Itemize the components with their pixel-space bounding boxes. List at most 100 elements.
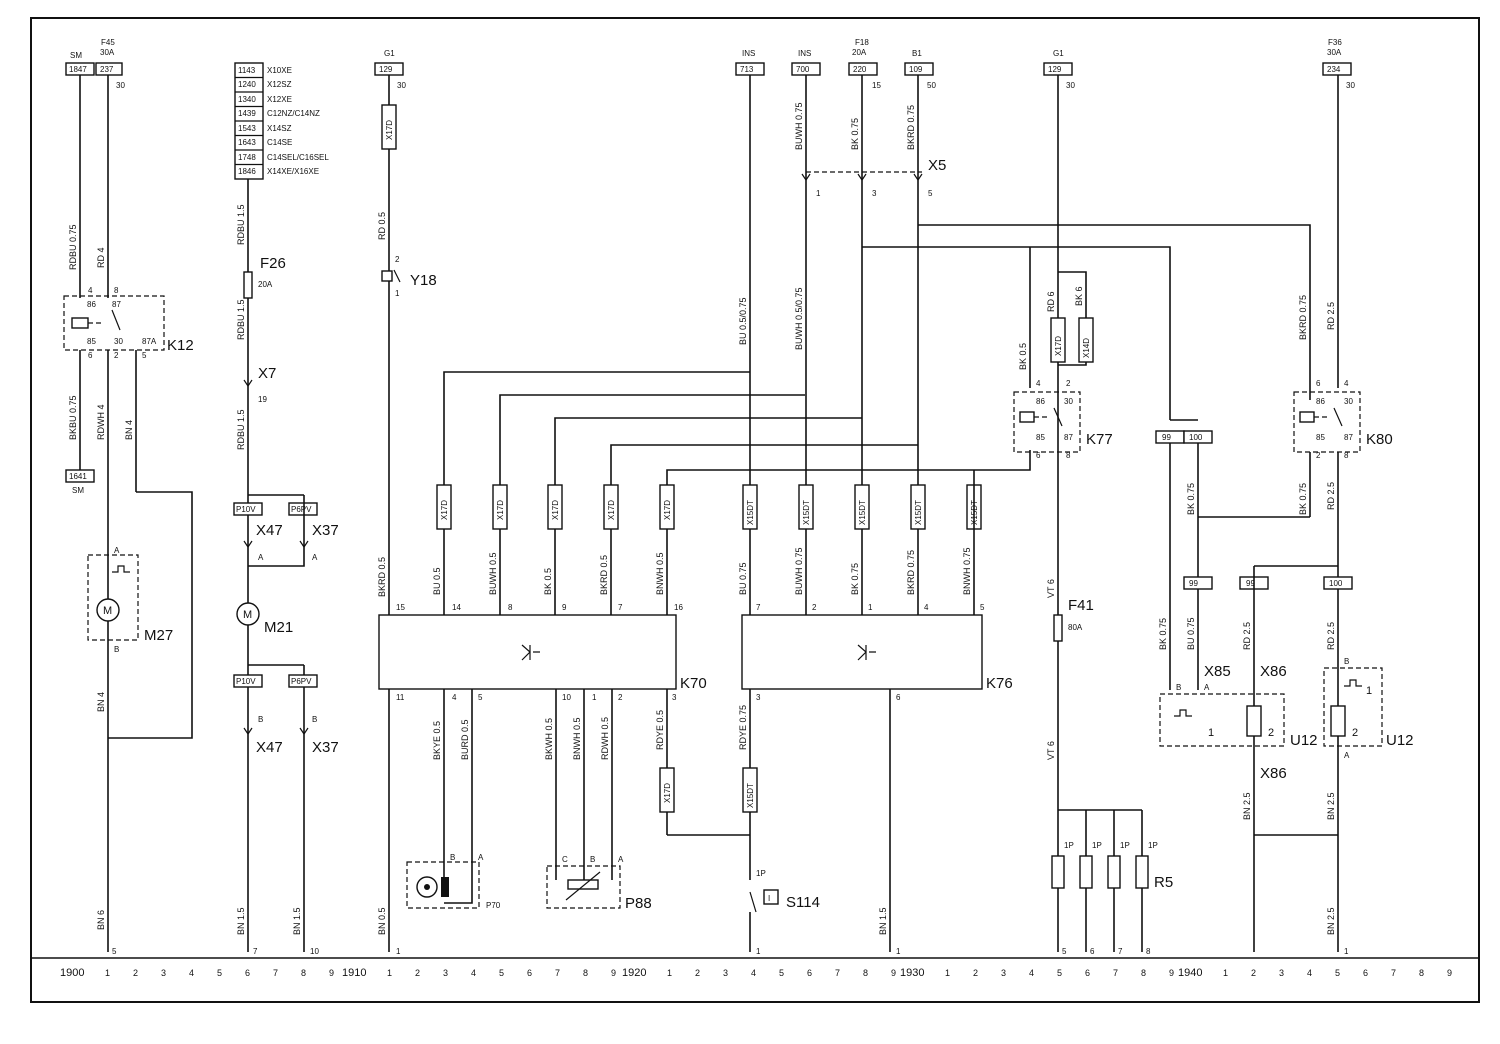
- label-k12: K12: [167, 337, 194, 354]
- wire-label: RD 6: [1046, 291, 1056, 312]
- wire-label: RDBU 0.75: [68, 224, 78, 270]
- sensor-p88-box: [546, 865, 621, 909]
- wire-label: VT 6: [1046, 579, 1056, 598]
- svg-text:5: 5: [142, 351, 147, 360]
- scale-number: 7: [273, 968, 278, 978]
- terminal-pin: 30: [397, 81, 406, 90]
- scale-section-label: 1910: [342, 967, 366, 979]
- svg-text:2: 2: [1268, 727, 1274, 739]
- fuse-f41: [1053, 614, 1063, 642]
- svg-text:15: 15: [396, 603, 405, 612]
- connector-label: X15DT: [746, 500, 755, 525]
- svg-text:85: 85: [1036, 433, 1045, 442]
- heater-element: [1330, 705, 1346, 737]
- svg-text:B: B: [258, 715, 263, 724]
- sensor-p88-icon: [567, 879, 599, 890]
- wire-label: BU 0.75: [1186, 617, 1196, 650]
- wire-label: BKRD 0.75: [906, 550, 916, 595]
- svg-text:A: A: [258, 553, 264, 562]
- scale-number: 5: [779, 968, 784, 978]
- svg-text:I: I: [768, 894, 770, 903]
- svg-text:B: B: [1344, 657, 1349, 666]
- wire-label: RDWH 0.5: [600, 717, 610, 760]
- connector-label: X15DT: [858, 500, 867, 525]
- scale-number: 1: [1223, 968, 1228, 978]
- svg-text:3: 3: [672, 693, 677, 702]
- wire-label: RDBU 1.5: [236, 409, 246, 450]
- svg-text:1P: 1P: [1092, 841, 1102, 850]
- switch-s114-icon: [763, 889, 779, 905]
- engine-code: 1240: [238, 80, 256, 89]
- label-x86-upper: X86: [1260, 663, 1287, 680]
- scale-number: 6: [245, 968, 250, 978]
- terminal-pin: 50: [927, 81, 936, 90]
- engine-code: 1846: [238, 167, 256, 176]
- connector-label: X17D: [663, 783, 672, 803]
- label-p88: P88: [625, 895, 652, 912]
- wire-label: BUWH 0.5: [488, 552, 498, 595]
- svg-text:7: 7: [1118, 947, 1123, 956]
- wire-label: BN 1.5: [878, 907, 888, 935]
- wire-label: BU 0.75: [738, 562, 748, 595]
- scale-number: 5: [1335, 968, 1340, 978]
- connector-number: 100: [1329, 579, 1343, 588]
- svg-text:5: 5: [980, 603, 985, 612]
- scale-number: 2: [695, 968, 700, 978]
- scale-number: 8: [1419, 968, 1424, 978]
- svg-text:9: 9: [562, 603, 567, 612]
- svg-text:2: 2: [114, 351, 119, 360]
- module-u12-right: [1323, 667, 1383, 747]
- svg-text:1: 1: [1344, 947, 1349, 956]
- terminal-label: INS: [798, 49, 811, 58]
- engine-name: X12SZ: [267, 80, 292, 89]
- svg-text:A: A: [1204, 683, 1210, 692]
- label-y18: Y18: [410, 272, 437, 289]
- label-r5: R5: [1154, 874, 1173, 891]
- label-x47-upper: X47: [256, 522, 283, 539]
- svg-text:5: 5: [1062, 947, 1067, 956]
- scale-number: 8: [583, 968, 588, 978]
- scale-number: 5: [499, 968, 504, 978]
- wire-label: RDYE 0.75: [738, 705, 748, 750]
- svg-text:85: 85: [1316, 433, 1325, 442]
- module-k76: [741, 614, 983, 690]
- svg-text:1: 1: [756, 947, 761, 956]
- scale-section-label: 1930: [900, 967, 924, 979]
- label-s114: S114: [786, 894, 820, 911]
- svg-text:85: 85: [87, 337, 96, 346]
- connector-number: 99: [1246, 579, 1255, 588]
- connector-number: 1641: [69, 472, 87, 481]
- label-x86-lower: X86: [1260, 765, 1287, 782]
- svg-text:4: 4: [1344, 379, 1349, 388]
- engine-name: C14SEL/C16SEL: [267, 153, 329, 162]
- wire-label: RD 2.5: [1326, 482, 1336, 510]
- relay-k77: [1013, 391, 1081, 453]
- svg-text:4: 4: [924, 603, 929, 612]
- diagram-frame: [30, 17, 1480, 1003]
- label-m27: M27: [144, 627, 173, 644]
- wire-label: BK 0.5: [1018, 343, 1028, 370]
- wire-label: BKRD 0.75: [1298, 295, 1308, 340]
- engine-code: 1439: [238, 109, 256, 118]
- svg-text:2: 2: [618, 693, 623, 702]
- wire-label: RD 2.5: [1326, 622, 1336, 650]
- terminal-f18-220: F18 20A 220 15: [848, 38, 881, 90]
- wire-label: BUWH 0.5/0.75: [794, 287, 804, 350]
- engine-code: 1543: [238, 124, 256, 133]
- scale-number: 8: [301, 968, 306, 978]
- svg-text:B: B: [312, 715, 317, 724]
- terminal-pin: 15: [872, 81, 881, 90]
- scale-number: 9: [891, 968, 896, 978]
- wire-label: BK 0.75: [1158, 618, 1168, 650]
- svg-text:30: 30: [1344, 397, 1353, 406]
- connector-x7: [243, 379, 253, 388]
- connector-number: 99: [1189, 579, 1198, 588]
- wire-label: RD 0.5: [377, 212, 387, 240]
- scale-number: 3: [443, 968, 448, 978]
- svg-text:A: A: [114, 546, 120, 555]
- terminal-box-number: 220: [853, 65, 867, 74]
- label-x5: X5: [928, 157, 946, 174]
- wire-label: BURD 0.5: [460, 719, 470, 760]
